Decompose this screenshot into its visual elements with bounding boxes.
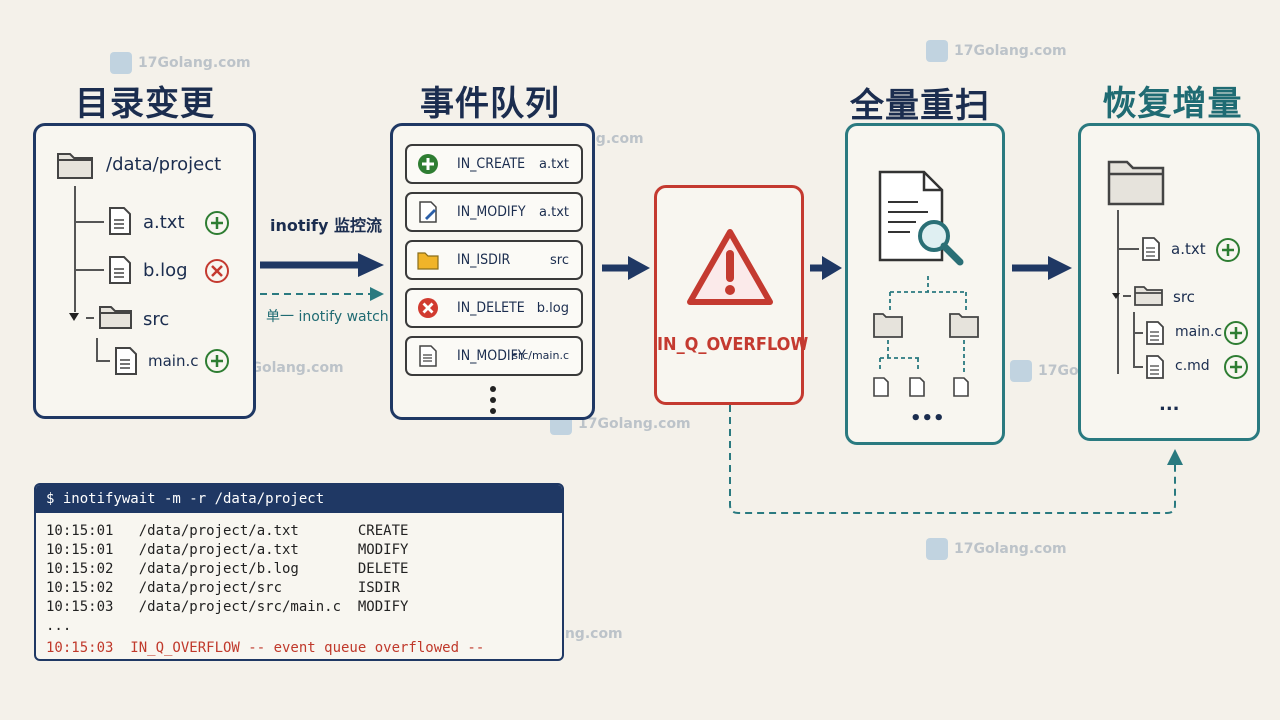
arrow-right-icon (260, 253, 384, 277)
queue-event-row: IN_DELETE b.log (405, 288, 583, 328)
watermark-text: 17Golang.com (954, 43, 1067, 59)
restore-file-a-txt: a.txt (1171, 240, 1206, 258)
watermark-text: 17Golang.com (954, 541, 1067, 557)
x-circle-icon (205, 259, 229, 283)
watermark-text: 17Golang.com (231, 360, 344, 376)
title-restore-incremental: 恢复增量 (1102, 84, 1243, 124)
doc-icon (419, 345, 437, 367)
terminal-log-line: 10:15:01 /data/project/a.txt CREATE (46, 523, 409, 539)
single-watch-label: 单一 inotify watch (266, 309, 389, 325)
plus-circle-icon (205, 349, 229, 373)
terminal-log-line: 10:15:02 /data/project/src ISDIR (46, 580, 401, 596)
folder-icon (417, 252, 439, 270)
overflow-label: IN_Q_OVERFLOW (657, 334, 809, 355)
x-icon (418, 298, 438, 318)
arrow-right-icon (810, 256, 842, 280)
event-name: IN_CREATE (457, 156, 526, 172)
file-icon (109, 256, 131, 284)
title-full-rescan: 全量重扫 (850, 86, 990, 126)
title-event-queue: 事件队列 (420, 84, 560, 124)
terminal-log-line: 10:15:01 /data/project/a.txt MODIFY (46, 542, 409, 558)
file-name-a-txt: a.txt (143, 212, 185, 233)
file-icon (1142, 237, 1160, 261)
watermark: 17Golang.com (926, 40, 1067, 62)
watermark-text: 17Golang.com (138, 55, 251, 71)
tree-scan-icon (873, 276, 979, 397)
watermark-logo-icon (110, 52, 132, 74)
overflow-panel: IN_Q_OVERFLOW (654, 185, 809, 405)
plus-circle-icon (1224, 355, 1248, 379)
terminal-log-line: 10:15:02 /data/project/b.log DELETE (46, 561, 409, 577)
event-file: a.txt (539, 157, 569, 172)
file-name-b-log: b.log (143, 260, 188, 281)
expand-triangle-icon (69, 313, 79, 321)
event-name: IN_MODIFY (457, 204, 526, 220)
vertical-ellipsis-icon (490, 386, 496, 414)
watermark-logo-icon (1010, 360, 1032, 382)
file-icon (1146, 355, 1164, 379)
restore-ellipsis: ... (1159, 394, 1180, 415)
folder-icon (57, 153, 93, 179)
restore-incremental-panel: a.txt src main.c c.md ... (1078, 123, 1260, 441)
rescan-ellipsis: ••• (910, 408, 945, 429)
arrow-right-icon (602, 256, 650, 280)
plus-circle-icon (1224, 321, 1248, 345)
terminal-command: $ inotifywait -m -r /data/project (36, 485, 562, 513)
watermark-logo-icon (926, 40, 948, 62)
terminal-error-line: 10:15:03 IN_Q_OVERFLOW -- event queue ov… (46, 640, 485, 656)
event-name: IN_MODIFY (457, 348, 526, 364)
queue-event-row: IN_CREATE a.txt (405, 144, 583, 184)
warning-icon (687, 229, 773, 305)
full-rescan-panel: ••• (845, 123, 1005, 445)
inotify-stream-label: inotify 监控流 (270, 216, 382, 235)
watermark-text: 17Golang.com (578, 416, 691, 432)
document-search-icon (878, 170, 964, 266)
queue-event-row: IN_ISDIR src (405, 240, 583, 280)
arrow-right-icon (1012, 256, 1072, 280)
event-name: IN_DELETE (457, 300, 525, 316)
file-name-main-c: main.c (148, 352, 199, 370)
terminal-window: $ inotifywait -m -r /data/project 10:15:… (34, 483, 564, 661)
plus-icon (418, 154, 438, 174)
plus-circle-icon (205, 211, 229, 235)
watermark-logo-icon (926, 538, 948, 560)
edit-doc-icon (419, 201, 437, 223)
expand-triangle-icon (1112, 293, 1120, 299)
file-icon (109, 207, 131, 235)
file-icon (1146, 321, 1164, 345)
restore-subdir: src (1173, 288, 1195, 306)
event-file: b.log (536, 301, 569, 316)
plus-circle-icon (1216, 238, 1240, 262)
restore-file-main-c: main.c (1175, 324, 1223, 340)
subdir-name: src (143, 309, 170, 330)
file-icon (115, 347, 137, 375)
event-name: IN_ISDIR (457, 252, 511, 268)
root-path: /data/project (106, 154, 222, 175)
dashed-return-arrow-icon (729, 405, 1183, 514)
dir-change-panel: /data/project a.txt b.log src main.c (33, 123, 256, 419)
event-file: a.txt (539, 205, 569, 220)
terminal-log-line: ... (46, 618, 72, 634)
folder-icon (1107, 160, 1165, 206)
event-file: src (550, 253, 569, 268)
restore-file-c-md: c.md (1175, 358, 1210, 374)
title-dir-change: 目录变更 (75, 84, 215, 124)
folder-icon (1134, 286, 1163, 306)
terminal-log-line: 10:15:03 /data/project/src/main.c MODIFY (46, 599, 409, 615)
queue-event-row: IN_MODIFY src/main.c (405, 336, 583, 376)
event-queue-panel: IN_CREATE a.txt IN_MODIFY a.txt IN_ISDIR… (390, 123, 595, 420)
watermark: 17Golang.com (926, 538, 1067, 560)
queue-event-row: IN_MODIFY a.txt (405, 192, 583, 232)
dashed-arrow-icon (260, 287, 384, 301)
watermark: 17Golang.com (110, 52, 251, 74)
folder-icon (99, 306, 132, 329)
event-file: src/main.c (512, 349, 569, 362)
